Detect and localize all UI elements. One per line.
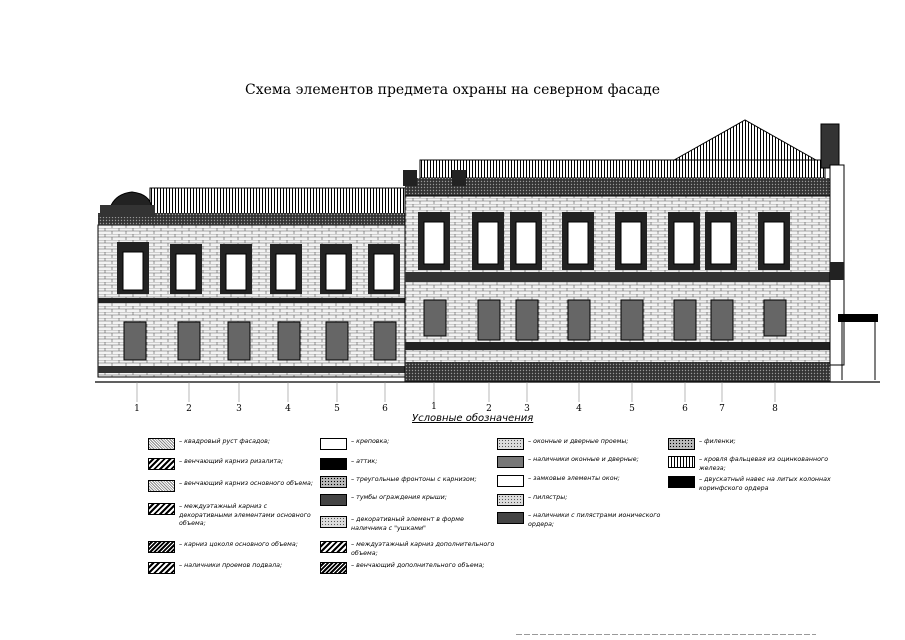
legend-item: – кровля фальцевая из оцинкованного желе…: [668, 456, 833, 473]
axis-label: 1: [431, 402, 437, 412]
legend-text: – треугольные фронтоны с карнизом;: [351, 476, 477, 483]
legend-swatch: [497, 512, 524, 524]
axis-label: 5: [334, 404, 340, 414]
legend-item: – карниз цоколя основного объема;: [148, 541, 313, 553]
legend-text: – наличники с пилястрами ионического орд…: [528, 512, 661, 528]
axis-label: 8: [772, 404, 778, 414]
facade-drawing: [95, 119, 880, 402]
axis-label: 5: [629, 404, 635, 414]
left-lower-windows: [123, 321, 397, 361]
legend-swatch: [320, 562, 347, 574]
axis-label: 3: [236, 404, 242, 414]
legend-item: – наличники проемов подвала;: [148, 562, 313, 574]
right-lower-windows: [423, 299, 787, 341]
legend-item: – треугольные фронтоны с карнизом;: [320, 476, 490, 488]
legend-swatch: [668, 456, 695, 468]
axis-label: 2: [486, 404, 492, 414]
legend-item: – междуэтажный карниз с декоративными эл…: [148, 503, 313, 529]
legend-text: – оконные и дверные проемы;: [528, 438, 629, 445]
left-upper-windows: [117, 242, 400, 294]
right-upper-windows: [418, 212, 790, 270]
legend-swatch: [320, 541, 347, 553]
legend-text: – филенки;: [699, 438, 736, 445]
legend-text: – карниз цоколя основного объема;: [179, 541, 298, 548]
legend-text: – наличники проемов подвала;: [179, 562, 283, 569]
legend-text: – креповка;: [351, 438, 390, 445]
axis-label: 4: [285, 404, 291, 414]
scan-edge-line: [516, 634, 816, 635]
legend-item: – оконные и дверные проемы;: [497, 438, 662, 450]
legend-item: – декоративный элемент в форме наличника…: [320, 516, 490, 533]
legend-swatch: [320, 516, 347, 528]
legend-text: – аттик;: [351, 458, 378, 465]
axis-label: 6: [382, 404, 388, 414]
legend-swatch: [148, 458, 175, 470]
legend-item: – междуэтажный карниз дополнительного об…: [320, 541, 500, 558]
legend-swatch: [668, 438, 695, 450]
axis-label: 3: [524, 404, 530, 414]
legend-swatch: [148, 438, 175, 450]
legend-swatch: [148, 562, 175, 574]
page-title: Схема элементов предмета охраны на север…: [245, 82, 660, 98]
axis-label: 4: [576, 404, 582, 414]
legend-text: – кровля фальцевая из оцинкованного желе…: [699, 456, 829, 472]
legend-swatch: [497, 438, 524, 450]
legend-text: – венчающий дополнительного объема;: [351, 562, 485, 569]
legend-swatch: [497, 475, 524, 487]
legend-text: – двускатный навес на литых колоннах кор…: [699, 476, 831, 492]
legend-item: – тумбы ограждения крыши;: [320, 494, 490, 506]
legend-swatch: [148, 503, 175, 515]
axis-label: 6: [682, 404, 688, 414]
legend-title: Условные обозначения: [412, 413, 534, 424]
legend-swatch: [148, 480, 175, 492]
legend-text: – пилястры;: [528, 494, 568, 501]
legend-item: – аттик;: [320, 458, 490, 470]
legend-swatch: [497, 494, 524, 506]
axis-label: 1: [134, 404, 140, 414]
legend-item: – венчающий дополнительного объема;: [320, 562, 490, 574]
legend-item: – замковые элементы окон;: [497, 475, 662, 487]
legend-item: – двускатный навес на литых колоннах кор…: [668, 476, 833, 493]
axis-label: 2: [186, 404, 192, 414]
legend-text: – замковые элементы окон;: [528, 475, 620, 482]
legend-text: – междуэтажный карниз с декоративными эл…: [179, 503, 311, 527]
legend-swatch: [148, 541, 175, 553]
legend-text: – квадровый руст фасадов;: [179, 438, 270, 445]
left-volume: [97, 187, 406, 378]
legend-swatch: [320, 494, 347, 506]
legend-text: – декоративный элемент в форме наличника…: [351, 516, 464, 532]
legend-text: – венчающий карниз ризалита;: [179, 458, 284, 465]
legend-item: – креповка;: [320, 438, 490, 450]
legend-swatch: [497, 456, 524, 468]
legend-text: – междуэтажный карниз дополнительного об…: [351, 541, 495, 557]
legend-item: – венчающий карниз ризалита;: [148, 458, 313, 470]
legend-item: – квадровый руст фасадов;: [148, 438, 313, 450]
legend-text: – тумбы ограждения крыши;: [351, 494, 447, 501]
legend-swatch: [668, 476, 695, 488]
legend-item: – наличники с пилястрами ионического орд…: [497, 512, 662, 529]
legend-item: – наличники оконные и дверные;: [497, 456, 662, 468]
legend-text: – венчающий карниз основного объема;: [179, 480, 313, 487]
legend-text: – наличники оконные и дверные;: [528, 456, 639, 463]
legend-item: – пилястры;: [497, 494, 662, 506]
legend-swatch: [320, 476, 347, 488]
legend-item: – филенки;: [668, 438, 833, 450]
legend-item: – венчающий карниз основного объема;: [148, 480, 313, 492]
axis-label: 7: [719, 404, 725, 414]
legend-swatch: [320, 458, 347, 470]
legend-swatch: [320, 438, 347, 450]
